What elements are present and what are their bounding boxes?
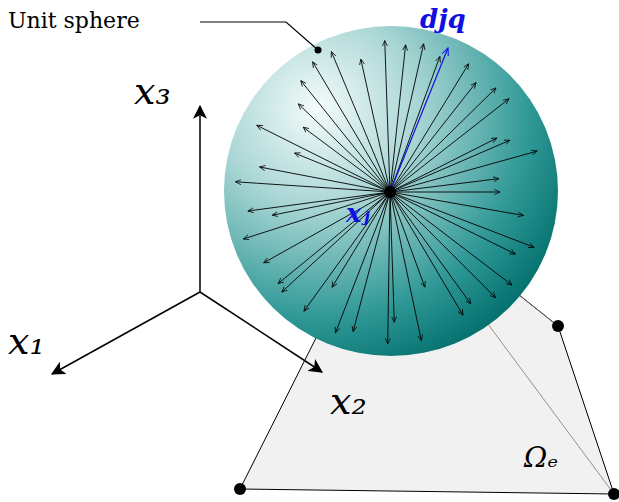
axis-x3 [199,106,201,292]
direction-ray [235,182,390,192]
axis-label: x₃ [134,72,171,110]
direction-ray [390,64,469,192]
direction-ray [335,192,390,333]
direction-ray [278,192,390,284]
point-xj [384,186,396,198]
element-vertex [608,488,619,500]
direction-djq [390,48,448,192]
element-vertex [234,483,246,495]
direction-ray [390,151,537,192]
direction-ray [282,192,390,292]
direction-rays [235,41,537,344]
direction-ray [361,59,390,192]
direction-ray [390,99,509,192]
direction-ray [260,167,390,192]
direction-ray [390,192,512,285]
axis-label: x₂ [330,382,367,420]
unit-sphere [224,26,558,356]
direction-ray [313,62,390,192]
direction-ray [390,192,463,315]
leader-line [200,22,318,50]
direction-ray [390,56,440,192]
leader-dot [315,47,322,54]
axis-label: x₁ [8,322,45,360]
direction-ray [272,192,390,215]
direction-ray [301,81,390,192]
direction-ray [303,127,390,192]
direction-ray [390,83,476,192]
element-label: Ωₑ [524,444,558,472]
direction-ray [390,88,496,192]
direction-ray [243,192,390,239]
direction-ray [298,104,390,192]
direction-ray [390,138,497,192]
direction-ray [390,192,500,193]
axis-x1 [52,292,200,374]
direction-ray [385,41,390,192]
direction-ray [331,52,390,192]
direction-ray [264,192,390,263]
direction-ray [390,179,499,192]
element-vertex [552,320,564,332]
direction-ray [390,192,534,247]
part-label: Unit sphere [8,10,140,32]
direction-ray [390,192,421,341]
direction-ray [390,192,394,322]
vector-label: djq [420,6,466,32]
direction-ray [388,192,390,344]
direction-ray [332,192,390,287]
point-label: xⱼ [346,200,370,226]
